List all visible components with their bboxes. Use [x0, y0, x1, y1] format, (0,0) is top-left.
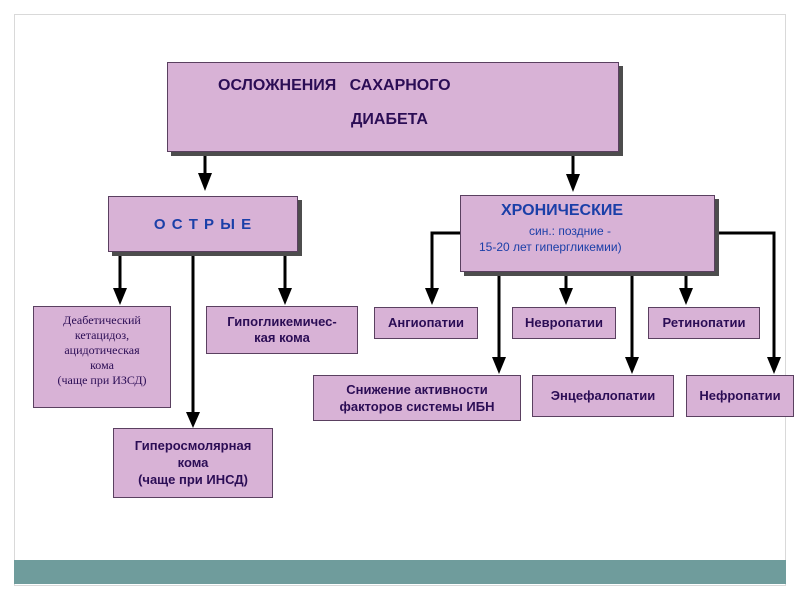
neuropathy-box: Невропатии [512, 307, 616, 339]
ibn-box: Снижение активности факторов системы ИБН [313, 375, 521, 421]
nephropathy-label: Нефропатии [699, 388, 781, 403]
title-line-2: ДИАБЕТА [351, 111, 428, 128]
neuropathy-label: Невропатии [525, 315, 603, 330]
arrowhead-angiopathy [425, 288, 439, 305]
encephalopathy-box: Энцефалопатии [532, 375, 674, 417]
arrowhead-retinopathy [679, 288, 693, 305]
bottom-band [14, 560, 786, 584]
nephropathy-box: Нефропатии [686, 375, 794, 417]
arrowhead-title-acute [198, 173, 212, 191]
encephalopathy-label: Энцефалопатии [550, 388, 656, 403]
acute-label: О С Т Р Ы Е [153, 216, 253, 233]
ketoacidosis-line-5: (чаще при ИЗСД) [57, 373, 147, 387]
arrowhead-hyperosmolar [186, 412, 200, 428]
ibn-line-2: факторов системы ИБН [339, 399, 495, 414]
arrowhead-ibn [492, 357, 506, 374]
chronic-sub-2: 15-20 лет гипергликемии) [479, 240, 622, 254]
arrowhead-encephalopathy [625, 357, 639, 374]
hyperosmolar-line-3: (чаще при ИНСД) [138, 472, 248, 487]
arrowhead-neuropathy [559, 288, 573, 305]
acute-box: О С Т Р Ы Е [108, 196, 298, 252]
angiopathy-box: Ангиопатии [374, 307, 478, 339]
hypoglycemic-line-1: Гипогликемичес- [227, 314, 337, 329]
chronic-sub-1: син.: поздние - [529, 224, 611, 238]
hyperosmolar-line-1: Гиперосмолярная [134, 438, 252, 453]
chronic-box: ХРОНИЧЕСКИЕ син.: поздние - 15-20 лет ги… [460, 195, 715, 272]
hyperosmolar-box: Гиперосмолярная кома (чаще при ИНСД) [113, 428, 273, 498]
ketoacidosis-line-4: кома [90, 358, 114, 372]
ketoacidosis-box: Деабетический кетацидоз, ацидотическая к… [33, 306, 171, 408]
ketoacidosis-line-3: ацидотическая [64, 343, 140, 357]
title-box: ОСЛОЖНЕНИЯ САХАРНОГО ДИАБЕТА [167, 62, 619, 152]
retinopathy-label: Ретинопатии [662, 315, 746, 330]
retinopathy-box: Ретинопатии [648, 307, 760, 339]
arrowheads [113, 173, 781, 428]
chronic-label: ХРОНИЧЕСКИЕ [501, 202, 624, 219]
ketoacidosis-line-2: кетацидоз, [74, 328, 130, 342]
arrowhead-ketoacidosis [113, 288, 127, 305]
angiopathy-label: Ангиопатии [387, 315, 465, 330]
arrowhead-nephropathy [767, 357, 781, 374]
ibn-line-1: Снижение активности [346, 382, 488, 397]
arrowhead-hypoglycemic [278, 288, 292, 305]
hypoglycemic-line-2: кая кома [254, 330, 310, 345]
hyperosmolar-line-2: кома [177, 455, 209, 470]
title-line-1: ОСЛОЖНЕНИЯ САХАРНОГО [218, 77, 451, 94]
hypoglycemic-box: Гипогликемичес- кая кома [206, 306, 358, 354]
ketoacidosis-line-1: Деабетический [63, 313, 141, 327]
arrowhead-title-chronic [566, 174, 580, 192]
